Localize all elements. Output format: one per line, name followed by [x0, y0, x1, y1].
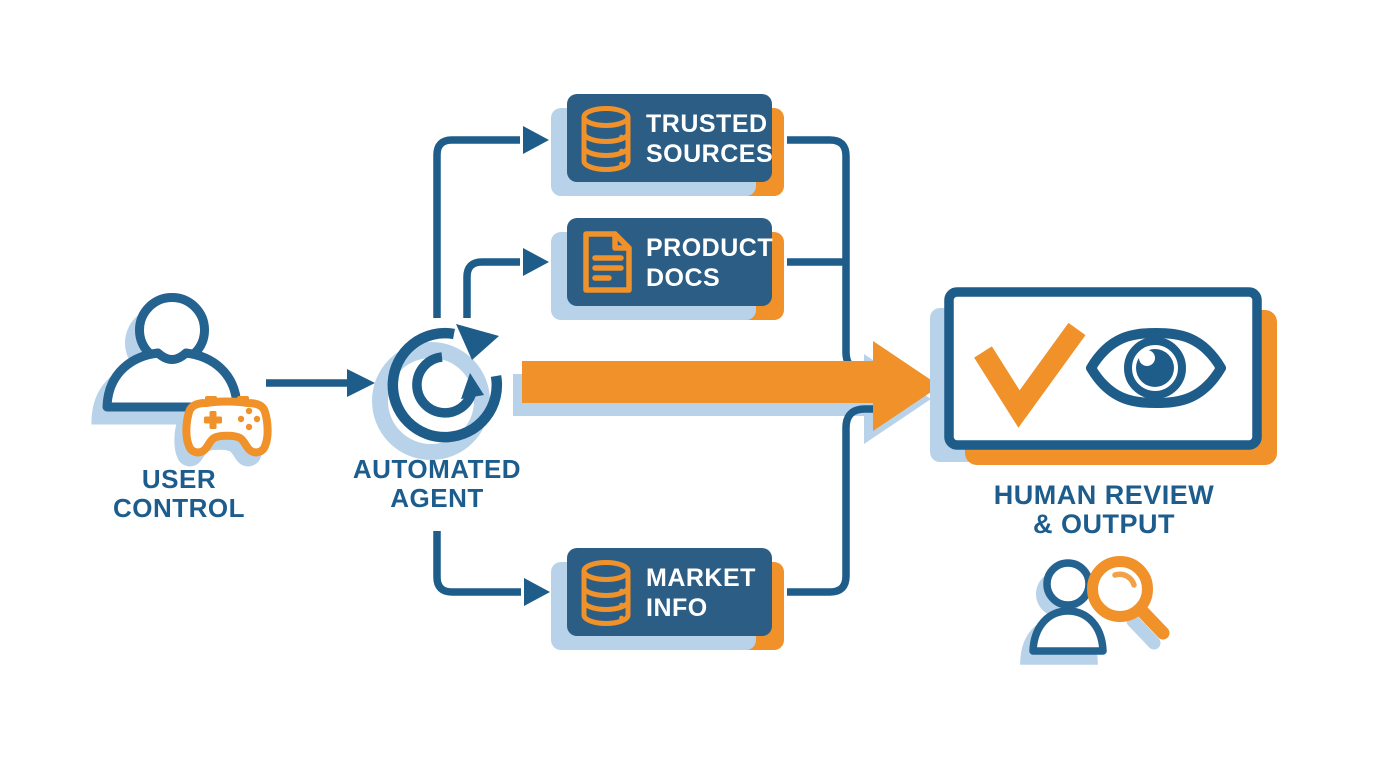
market-info-label: MARKET INFO: [646, 563, 776, 623]
connector-arrowheads: [347, 126, 550, 606]
automated-agent-label: AUTOMATED AGENT: [327, 455, 547, 513]
connector-market-review: [787, 405, 884, 596]
checkmark-icon: [974, 322, 1086, 428]
trusted-sources-box: [551, 94, 784, 196]
product-docs-box: [551, 218, 784, 320]
user-control-label: USER CONTROL: [79, 465, 279, 523]
trusted-sources-label: TRUSTED SOURCES: [646, 109, 776, 169]
trusted-sources-line2: SOURCES: [646, 140, 774, 168]
cycle-shadow: [372, 342, 490, 460]
automated-agent-line2: AGENT: [390, 483, 484, 513]
trusted-sources-line1: TRUSTED: [646, 110, 768, 138]
market-info-line1: MARKET: [646, 564, 756, 592]
user-control-figure: [91, 293, 272, 467]
big-orange-arrow: [522, 341, 940, 431]
eye-icon: [1086, 328, 1226, 408]
connector-agent-product: [463, 258, 520, 318]
connector-agent-market: [433, 531, 521, 596]
connector-trusted-review: [787, 136, 884, 375]
product-docs-line2: DOCS: [646, 264, 721, 292]
arrowhead-into-agent: [347, 369, 375, 397]
arrowhead-into-trusted: [523, 126, 549, 154]
product-docs-line1: PRODUCT: [646, 234, 774, 262]
automated-agent-figure: [372, 324, 502, 460]
product-docs-label: PRODUCT DOCS: [646, 233, 776, 293]
document-icon: [583, 231, 632, 293]
human-review-line2: & OUTPUT: [1033, 509, 1175, 539]
arrowhead-into-product: [523, 248, 549, 276]
automated-agent-line1: AUTOMATED: [352, 454, 522, 484]
user-control-line1: USER: [141, 464, 217, 494]
human-review-box: [930, 287, 1277, 465]
connector-lines: [266, 136, 884, 596]
market-info-line2: INFO: [646, 594, 708, 622]
connector-agent-trusted: [433, 136, 520, 318]
cycle-arrows-icon: [387, 324, 502, 443]
person-icon: [102, 293, 242, 412]
human-review-label: HUMAN REVIEW & OUTPUT: [954, 481, 1254, 539]
arrowhead-into-market: [524, 578, 550, 606]
human-review-line1: HUMAN REVIEW: [993, 480, 1215, 510]
market-info-box: [551, 548, 784, 650]
magnifier-icon: [1087, 556, 1170, 640]
game-controller-icon: [182, 396, 272, 457]
human-review-figure: [1020, 556, 1170, 665]
user-control-line2: CONTROL: [112, 493, 246, 523]
